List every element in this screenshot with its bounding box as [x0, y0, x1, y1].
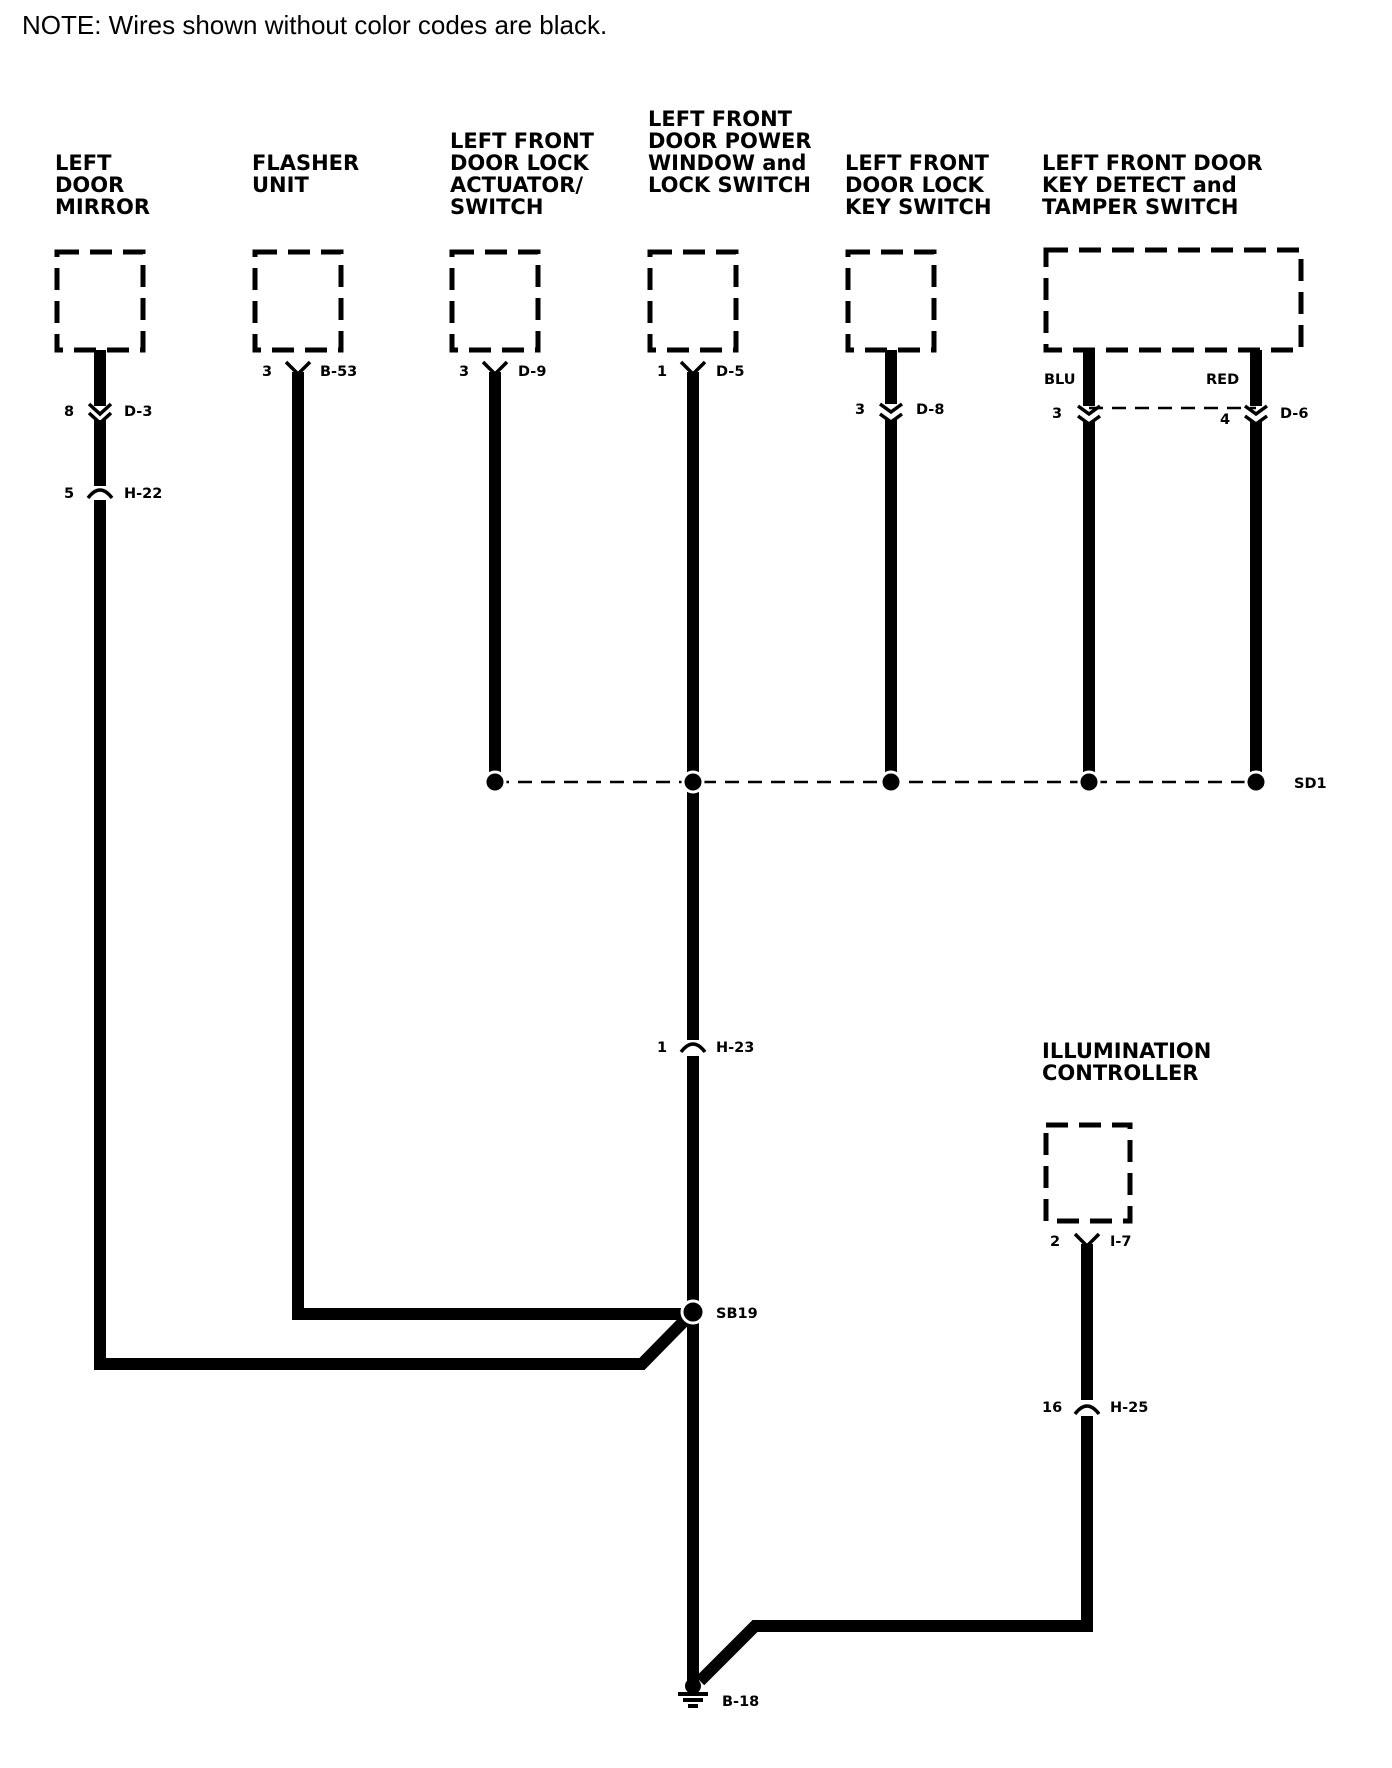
- wire-color-blu: BLU: [1044, 372, 1076, 388]
- label-key-detect-tamper-switch: LEFT FRONT DOOR KEY DETECT and TAMPER SW…: [1042, 151, 1270, 219]
- connector-label-h23: H-23: [716, 1040, 754, 1056]
- connector-symbol-d6-blu: [1076, 404, 1102, 427]
- splice-node-sd1-5: [1244, 770, 1268, 794]
- pin-d6-red: 4: [1220, 412, 1230, 428]
- pin-h25: 16: [1042, 1400, 1062, 1416]
- wire-flasher-to-sb19: [292, 372, 690, 1320]
- wire-illumination-to-ground: [695, 1416, 1093, 1686]
- connector-symbol-d5: [679, 360, 707, 377]
- pin-h23: 1: [657, 1040, 667, 1056]
- component-box-door-lock-actuator: [449, 249, 541, 353]
- label-power-window-switch: LEFT FRONT DOOR POWER WINDOW and LOCK SW…: [648, 107, 819, 197]
- connector-label-d9: D-9: [518, 364, 546, 380]
- ground-label: B-18: [722, 1694, 759, 1710]
- connector-symbol-h25: [1073, 1404, 1101, 1416]
- note-text: NOTE: Wires shown without color codes ar…: [22, 10, 607, 40]
- connector-label-d3: D-3: [124, 404, 152, 420]
- connector-symbol-d3: [87, 402, 113, 426]
- connector-symbol-d9: [481, 360, 509, 377]
- label-door-lock-actuator: LEFT FRONT DOOR LOCK ACTUATOR/ SWITCH: [450, 129, 601, 219]
- splice-node-sd1-4: [1077, 770, 1101, 794]
- splice-node-sb19: [680, 1299, 706, 1325]
- label-flasher-unit: FLASHER UNIT: [252, 151, 367, 197]
- connector-label-h25: H-25: [1110, 1400, 1148, 1416]
- label-door-lock-key-switch: LEFT FRONT DOOR LOCK KEY SWITCH: [845, 151, 996, 219]
- connector-symbol-h23: [679, 1042, 707, 1054]
- component-box-power-window-switch: [647, 249, 739, 353]
- label-left-door-mirror: LEFT DOOR MIRROR: [55, 151, 150, 219]
- pin-d6-blu: 3: [1052, 406, 1062, 422]
- connector-label-d8: D-8: [916, 402, 944, 418]
- pin-h22: 5: [64, 486, 74, 502]
- connector-label-i7: I-7: [1110, 1234, 1132, 1250]
- splice-label-sd1: SD1: [1294, 776, 1327, 792]
- ground-icon: [678, 1678, 708, 1708]
- component-box-flasher-unit: [252, 249, 344, 353]
- connector-symbol-h22: [86, 488, 114, 500]
- connector-symbol-b53: [284, 360, 312, 377]
- pin-d3: 8: [64, 404, 74, 420]
- wire-color-red: RED: [1206, 372, 1239, 388]
- component-box-key-detect-tamper-switch: [1043, 247, 1304, 353]
- pin-b53: 3: [262, 364, 272, 380]
- connector-label-b53: B-53: [320, 364, 357, 380]
- pin-d8: 3: [855, 402, 865, 418]
- connector-label-h22: H-22: [124, 486, 162, 502]
- connector-symbol-i7: [1073, 1232, 1101, 1249]
- splice-node-sd1-2: [681, 770, 705, 794]
- component-box-left-door-mirror: [54, 249, 146, 353]
- pin-d5: 1: [657, 364, 667, 380]
- splice-node-sd1-1: [483, 770, 507, 794]
- connector-label-d6: D-6: [1280, 406, 1308, 422]
- splice-label-sb19: SB19: [716, 1306, 758, 1322]
- component-box-door-lock-key-switch: [845, 249, 937, 353]
- connector-label-d5: D-5: [716, 364, 744, 380]
- label-illumination-controller: ILLUMINATION CONTROLLER: [1042, 1039, 1219, 1085]
- component-box-illumination-controller: [1043, 1122, 1133, 1224]
- connector-symbol-d8: [878, 402, 904, 425]
- splice-node-sd1-3: [879, 770, 903, 794]
- wire-left-door-mirror-to-sb19: [94, 500, 698, 1370]
- pin-i7: 2: [1050, 1234, 1060, 1250]
- connector-symbol-d6-red: [1243, 404, 1269, 427]
- pin-d9: 3: [459, 364, 469, 380]
